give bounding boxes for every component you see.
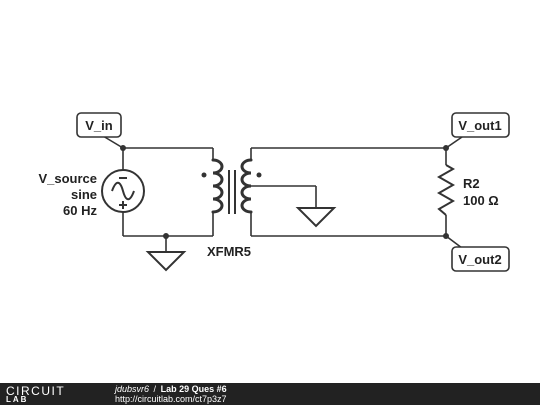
ground-symbol-secondary [295,207,337,228]
junction-dot-ground-primary [163,233,169,239]
net-label-vout2: V_out2 [445,235,510,272]
footer-bar: CIRCUIT LAB jdubsvr6 / Lab 29 Ques #6 ht… [0,383,540,405]
source-name: V_source [38,171,97,186]
circuit-schematic: V_in V_source sine 60 Hz XFMR5 [38,112,510,272]
ground-symbol-primary [145,251,187,272]
transformer-name: XFMR5 [207,244,251,259]
secondary-circuit-wires [250,147,447,237]
project-title[interactable]: Lab 29 Ques #6 [160,384,227,394]
vout1-label-text: V_out1 [458,118,501,133]
vout2-label-text: V_out2 [458,252,501,267]
circuitlab-logo-top: CIRCUIT [6,384,66,398]
source-frequency: 60 Hz [63,203,97,218]
footer-credit: jdubsvr6 / Lab 29 Ques #6 [115,384,227,394]
circuit-url[interactable]: http://circuitlab.com/ct7p3z7 [115,394,227,404]
circuitlab-logo-bottom: LAB [6,395,29,404]
net-label-vout1: V_out1 [445,112,510,149]
resistor-value: 100 Ω [463,193,499,208]
vin-label-text: V_in [85,118,113,133]
net-label-vin: V_in [76,112,124,149]
resistor-symbol [436,164,456,216]
transformer-symbol [201,158,262,214]
separator: / [153,384,157,394]
author-name[interactable]: jdubsvr6 [115,384,150,394]
source-waveform: sine [71,187,97,202]
sine-voltage-source [101,169,145,213]
resistor-name: R2 [463,176,480,191]
